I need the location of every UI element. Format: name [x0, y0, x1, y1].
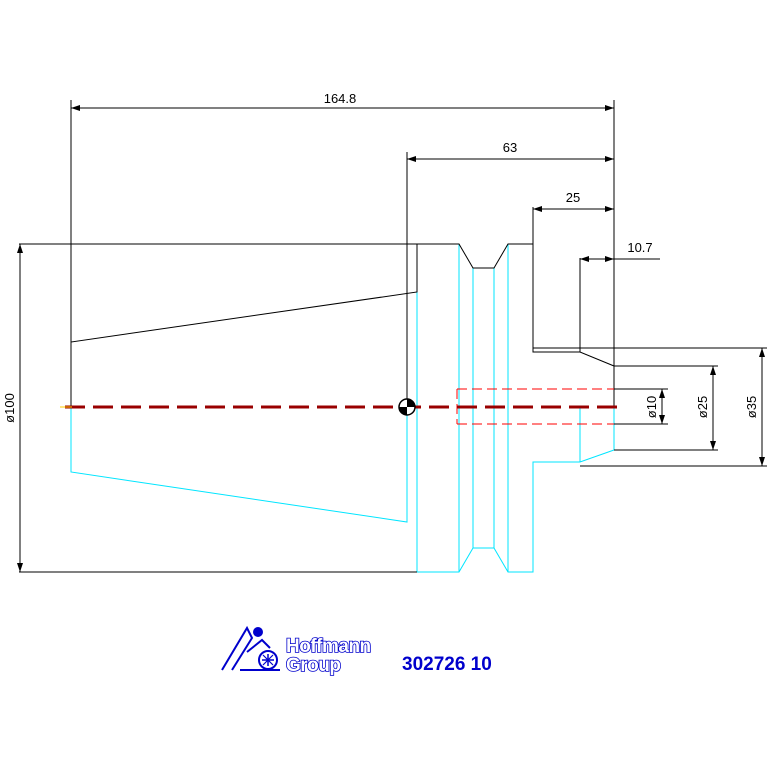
- dim-diameter-shank-outer: ø35: [744, 396, 759, 418]
- part-number: 302726 10: [402, 654, 492, 675]
- bore-hidden-lines: [456, 388, 614, 425]
- logo-line-1: Hoffmann: [286, 636, 371, 657]
- dim-diameter-shank-inner: ø25: [695, 396, 710, 418]
- dim-taper-section: 63: [503, 140, 517, 155]
- logo-line-2: Group: [286, 655, 341, 676]
- dim-diameter-flange: ø100: [2, 393, 17, 423]
- dimension-lines: [19, 100, 767, 572]
- gauge-point-symbol: [398, 398, 416, 416]
- dim-shank-length: 25: [566, 190, 580, 205]
- dim-tip-length: 10.7: [627, 240, 652, 255]
- hoffmann-group-logo: Hoffmann Group: [221, 625, 372, 677]
- dim-overall-length: 164.8: [324, 91, 357, 106]
- dim-diameter-bore: ø10: [644, 396, 659, 418]
- upper-half-outline: [19, 207, 615, 573]
- hoffmann-figure-icon: [221, 625, 280, 671]
- dimension-arrows: [17, 105, 765, 572]
